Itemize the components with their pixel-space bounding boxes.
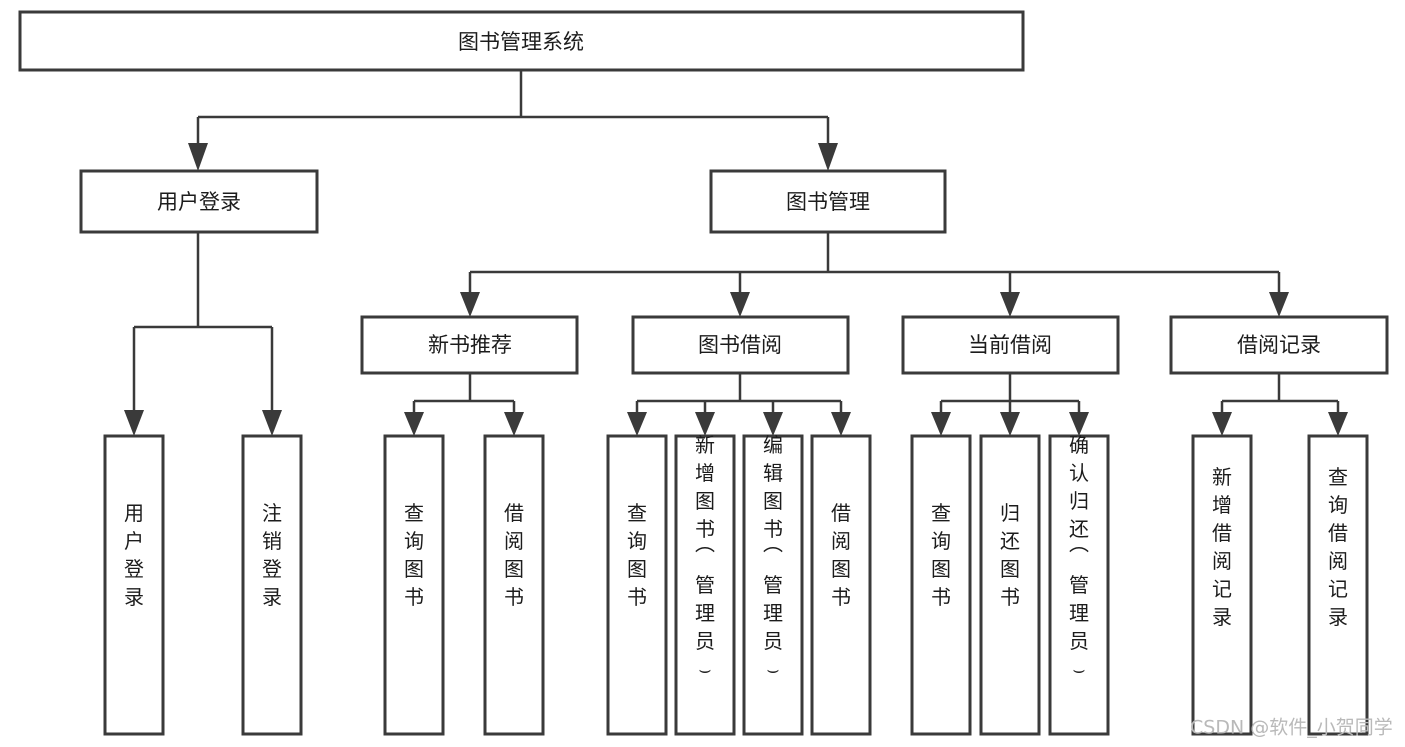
- node-leaf-add-book[interactable]: 新增图书⌒管理员⌣: [674, 433, 736, 736]
- arrowhead-leaf-confirm-return: [1069, 412, 1089, 436]
- arrowhead-book-borrow: [730, 292, 750, 317]
- leaf-add-record-box[interactable]: [1191, 434, 1253, 736]
- leaf-borrow-book-label: 借阅图书: [831, 501, 851, 609]
- node-user-login[interactable]: 用户登录: [79, 169, 319, 234]
- arrowhead-leaf-borrow-book: [831, 412, 851, 436]
- book-borrow-box[interactable]: [631, 315, 850, 375]
- leaf-query-book-cur-box[interactable]: [910, 434, 972, 736]
- leaf-user-login-label: 用户登录: [124, 501, 144, 609]
- node-book-manage[interactable]: 图书管理: [709, 169, 947, 234]
- node-leaf-user-login[interactable]: 用户登录: [103, 434, 165, 736]
- arrowhead-book-manage: [818, 143, 838, 171]
- node-book-borrow[interactable]: 图书借阅: [631, 315, 850, 375]
- arrowhead-leaf-add-book: [695, 412, 715, 436]
- node-leaf-borrow-book-rec[interactable]: 借阅图书: [483, 434, 545, 736]
- node-leaf-query-record[interactable]: 查询借阅记录: [1307, 434, 1369, 736]
- arrowhead-leaf-user-login: [124, 410, 144, 436]
- leaf-confirm-return-label: 确认归还⌒管理员⌣: [1069, 433, 1089, 681]
- node-leaf-query-book-cur[interactable]: 查询图书: [910, 434, 972, 736]
- leaf-query-book-rec-label: 查询图书: [404, 501, 424, 609]
- arrowhead-current-borrow: [1000, 292, 1020, 317]
- csdn-watermark: CSDN @软件_小贺同学: [1190, 717, 1393, 739]
- leaf-query-record-box[interactable]: [1307, 434, 1369, 736]
- arrowhead-leaf-query-book-rec: [404, 412, 424, 436]
- new-book-recommend-box[interactable]: [360, 315, 579, 375]
- leaf-return-book-box[interactable]: [979, 434, 1041, 736]
- leaf-user-login-box[interactable]: [103, 434, 165, 736]
- leaf-query-book-borrow-label: 查询图书: [627, 501, 647, 609]
- node-root[interactable]: 图书管理系统: [18, 10, 1025, 72]
- connector-layer: [124, 70, 1348, 436]
- user-login-box[interactable]: [79, 169, 319, 234]
- leaf-confirm-return-box[interactable]: [1048, 434, 1110, 736]
- leaf-add-book-box[interactable]: [674, 434, 736, 736]
- current-borrow-box[interactable]: [901, 315, 1120, 375]
- book-borrow-label: 图书借阅: [698, 333, 782, 357]
- node-leaf-borrow-book[interactable]: 借阅图书: [810, 434, 872, 736]
- leaf-query-record-label: 查询借阅记录: [1328, 465, 1348, 629]
- user-login-label: 用户登录: [157, 190, 241, 214]
- leaf-add-book-label: 新增图书⌒管理员⌣: [695, 433, 715, 681]
- leaf-query-book-borrow-box[interactable]: [606, 434, 668, 736]
- root-label: 图书管理系统: [458, 30, 584, 54]
- arrowhead-new-book-recommend: [460, 292, 480, 317]
- arrowhead-borrow-record: [1269, 292, 1289, 317]
- arrowhead-leaf-return-book: [1000, 412, 1020, 436]
- node-leaf-logout[interactable]: 注销登录: [241, 434, 303, 736]
- leaf-edit-book-label: 编辑图书⌒管理员⌣: [763, 433, 783, 681]
- leaf-return-book-label: 归还图书: [1000, 501, 1020, 609]
- borrow-record-label: 借阅记录: [1237, 333, 1321, 357]
- leaf-borrow-book-rec-label: 借阅图书: [504, 501, 524, 609]
- node-leaf-query-book-borrow[interactable]: 查询图书: [606, 434, 668, 736]
- borrow-record-box[interactable]: [1169, 315, 1389, 375]
- arrowhead-leaf-add-record: [1212, 412, 1232, 436]
- node-leaf-edit-book[interactable]: 编辑图书⌒管理员⌣: [742, 433, 804, 736]
- node-leaf-confirm-return[interactable]: 确认归还⌒管理员⌣: [1048, 433, 1110, 736]
- leaf-borrow-book-rec-box[interactable]: [483, 434, 545, 736]
- leaf-add-record-label: 新增借阅记录: [1212, 465, 1232, 629]
- leaf-query-book-rec-box[interactable]: [383, 434, 445, 736]
- leaf-borrow-book-box[interactable]: [810, 434, 872, 736]
- arrowhead-leaf-logout: [262, 410, 282, 436]
- node-borrow-record[interactable]: 借阅记录: [1169, 315, 1389, 375]
- arrowhead-leaf-query-book-borrow: [627, 412, 647, 436]
- arrowhead-leaf-query-record: [1328, 412, 1348, 436]
- arrowhead-leaf-query-book-cur: [931, 412, 951, 436]
- new-book-recommend-label: 新书推荐: [428, 333, 512, 357]
- leaf-edit-book-box[interactable]: [742, 434, 804, 736]
- arrowhead-leaf-edit-book: [763, 412, 783, 436]
- leaf-query-book-cur-label: 查询图书: [931, 501, 951, 609]
- arrowhead-user-login: [188, 143, 208, 171]
- arrowhead-leaf-borrow-book-rec: [504, 412, 524, 436]
- leaf-logout-label: 注销登录: [262, 501, 282, 609]
- root-box[interactable]: [18, 10, 1025, 72]
- node-leaf-add-record[interactable]: 新增借阅记录: [1191, 434, 1253, 736]
- leaf-logout-box[interactable]: [241, 434, 303, 736]
- node-new-book-recommend[interactable]: 新书推荐: [360, 315, 579, 375]
- current-borrow-label: 当前借阅: [968, 333, 1052, 357]
- book-manage-label: 图书管理: [786, 190, 870, 214]
- book-manage-box[interactable]: [709, 169, 947, 234]
- node-leaf-query-book-rec[interactable]: 查询图书: [383, 434, 445, 736]
- node-current-borrow[interactable]: 当前借阅: [901, 315, 1120, 375]
- node-leaf-return-book[interactable]: 归还图书: [979, 434, 1041, 736]
